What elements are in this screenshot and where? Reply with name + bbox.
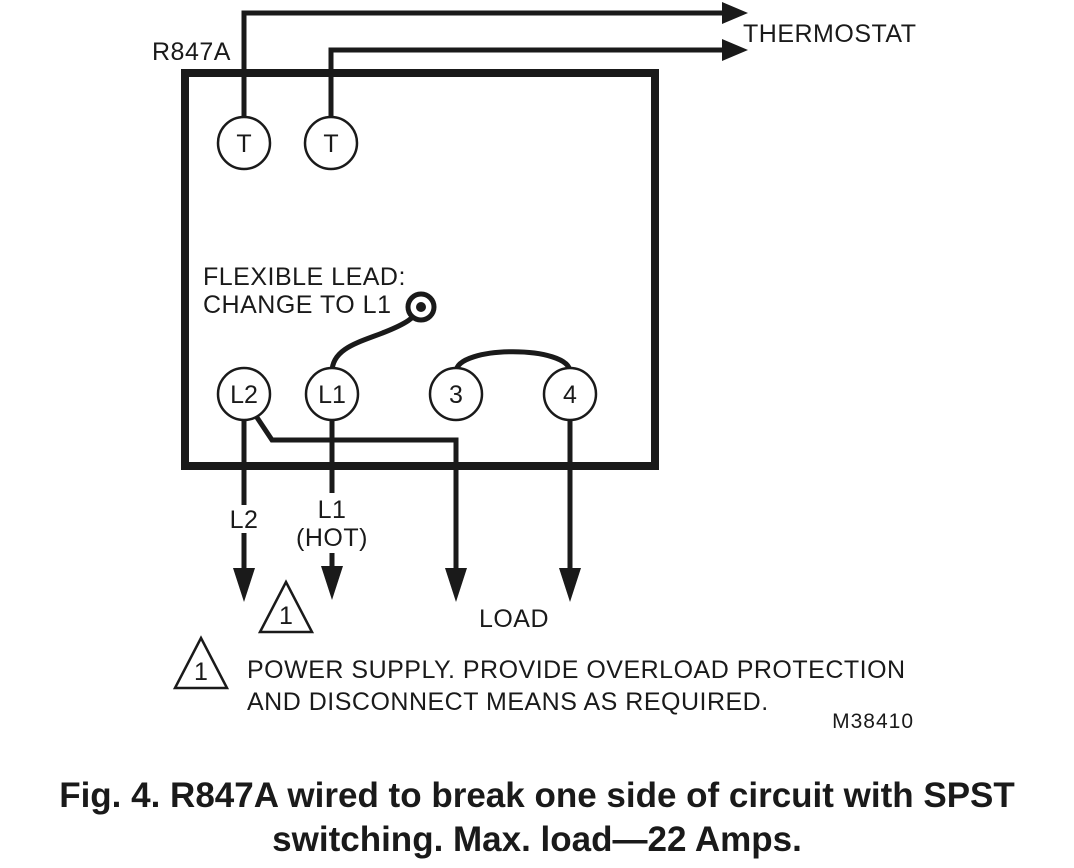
load-label: LOAD: [479, 605, 549, 633]
svg-text:T: T: [236, 130, 251, 158]
svg-text:L1: L1: [318, 381, 346, 409]
load-arrow-right: [559, 568, 581, 602]
caption-line1: Fig. 4. R847A wired to break one side of…: [59, 776, 1015, 815]
terminal-l1: L1: [304, 366, 360, 422]
device-label: R847A: [152, 38, 231, 66]
svg-text:1: 1: [279, 602, 293, 630]
warning-triangle-icon: 1: [257, 579, 315, 634]
relay-enclosure: [181, 69, 659, 470]
svg-text:1: 1: [194, 658, 208, 686]
l1-arrow: [321, 566, 343, 600]
thermostat-wire-upper: [241, 10, 725, 118]
svg-text:T: T: [323, 130, 338, 158]
l1-hot-label: (HOT): [296, 524, 368, 552]
svg-text:3: 3: [449, 381, 463, 409]
flexible-lead-post-inner: [416, 302, 426, 312]
note-line1: POWER SUPPLY. PROVIDE OVERLOAD PROTECTIO…: [247, 656, 906, 684]
terminal-4: 4: [542, 366, 598, 422]
load-arrow-left: [445, 568, 467, 602]
terminal-3: 3: [428, 366, 484, 422]
terminal-l2: L2: [216, 366, 272, 422]
terminal-t1: T: [216, 115, 272, 171]
thermostat-arrow-lower: [722, 39, 748, 61]
thermostat-wire-lower: [328, 47, 725, 118]
flex-lead-line2: CHANGE TO L1: [203, 291, 391, 319]
thermostat-label: THERMOSTAT: [743, 20, 917, 48]
terminal-t2: T: [303, 115, 359, 171]
l1-wire-label: L1: [318, 496, 347, 524]
note-line2: AND DISCONNECT MEANS AS REQUIRED.: [247, 688, 769, 716]
svg-text:L2: L2: [230, 381, 258, 409]
thermostat-wires: [241, 2, 748, 118]
jumper-3-4: [453, 349, 573, 373]
l2-wire-label: L2: [230, 506, 259, 534]
l2-arrow: [233, 568, 255, 602]
caption-line2: switching. Max. load—22 Amps.: [272, 820, 802, 859]
thermostat-arrow-upper: [722, 2, 748, 24]
svg-text:4: 4: [563, 381, 577, 409]
flex-lead-line1: FLEXIBLE LEAD:: [203, 263, 406, 291]
note-triangle-icon: 1: [172, 635, 230, 690]
figure-code: M38410: [832, 710, 914, 733]
load-wire-from-l2: [253, 414, 459, 572]
